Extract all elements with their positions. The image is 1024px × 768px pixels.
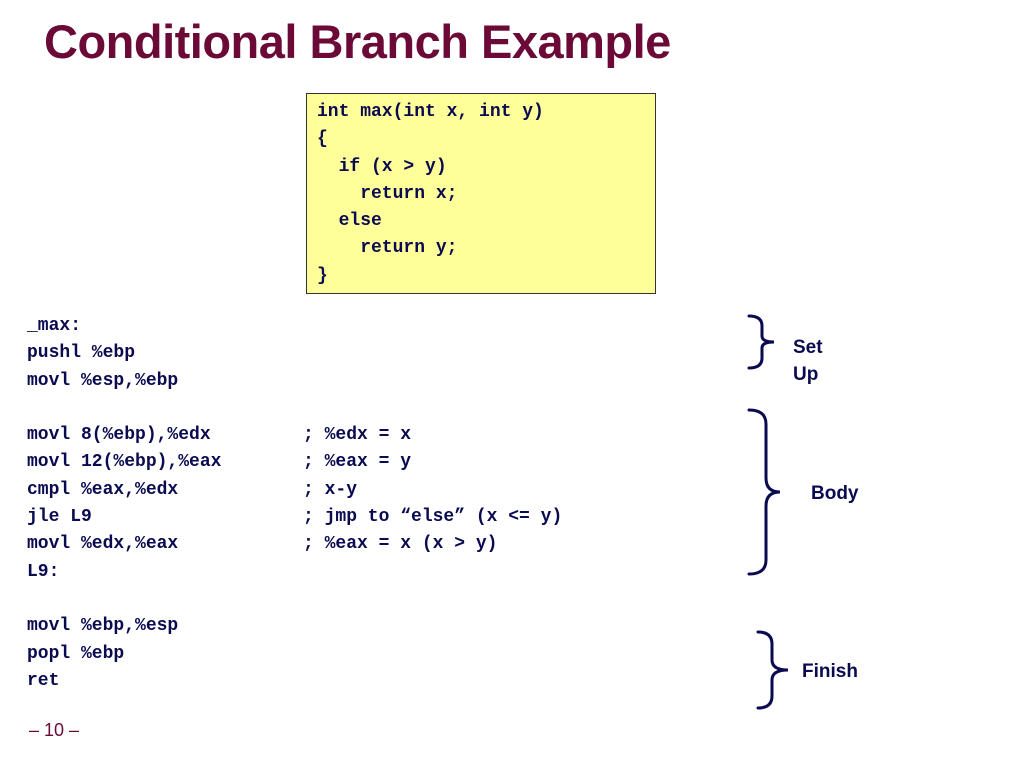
asm-line: movl 8(%ebp),%edx ; %edx = x [27,422,411,449]
asm-line: cmpl %eax,%edx ; x-y [27,477,357,504]
body-label: Body [811,483,859,504]
setup-label: Set Up [793,334,823,388]
c-code-line: return x; [317,183,458,204]
asm-line [27,395,221,422]
asm-comment: ; %eax = x (x > y) [303,534,498,555]
asm-line [27,586,221,613]
setup-label-line: Up [793,364,819,385]
asm-code: pushl %ebp [27,343,136,364]
asm-comment: ; %eax = y [303,452,412,473]
asm-line: L9: [27,559,221,586]
finish-label: Finish [802,661,858,682]
asm-line: _max: [27,313,221,340]
setup-label-line: Set [793,337,823,358]
asm-line: ret [27,668,221,695]
setup-brace-icon [747,314,775,370]
asm-code: popl %ebp [27,643,125,664]
asm-code: jle L9 [27,507,92,528]
asm-line: pushl %ebp [27,340,221,367]
c-code-box: int max(int x, int y) { if (x > y) retur… [306,93,656,294]
asm-code: movl 8(%ebp),%edx [27,425,211,446]
asm-line: movl %esp,%ebp [27,368,221,395]
asm-code: cmpl %eax,%edx [27,479,179,500]
asm-code: movl %ebp,%esp [27,616,179,637]
asm-line: movl %edx,%eax ; %eax = x (x > y) [27,531,497,558]
asm-comment: ; %edx = x [303,425,412,446]
asm-line: movl 12(%ebp),%eax ; %eax = y [27,449,411,476]
c-code-line: } [317,265,328,286]
assembly-listing: _max: pushl %ebp movl %esp,%ebp movl 8(%… [27,313,562,695]
c-code-line: int max(int x, int y) [317,102,544,122]
body-brace-icon [747,408,781,576]
c-code-line: if (x > y) [317,156,447,177]
c-code-line: { [317,129,328,150]
asm-code: L9: [27,561,60,582]
slide-title: Conditional Branch Example [44,15,671,68]
asm-code: _max: [27,316,82,336]
finish-brace-icon [756,630,789,710]
asm-line: jle L9 ; jmp to “else” (x <= y) [27,504,562,531]
c-code-line: else [317,211,382,232]
asm-code: movl 12(%ebp),%eax [27,452,222,473]
asm-line: popl %ebp [27,641,221,668]
asm-comment: ; x-y [303,479,358,500]
asm-code: movl %edx,%eax [27,534,179,555]
asm-code: movl %esp,%ebp [27,370,179,391]
c-code-line: return y; [317,238,458,259]
asm-comment: ; jmp to “else” (x <= y) [303,507,563,528]
page-number: – 10 – [29,720,80,740]
asm-code: ret [27,670,60,691]
asm-line: movl %ebp,%esp [27,613,221,640]
